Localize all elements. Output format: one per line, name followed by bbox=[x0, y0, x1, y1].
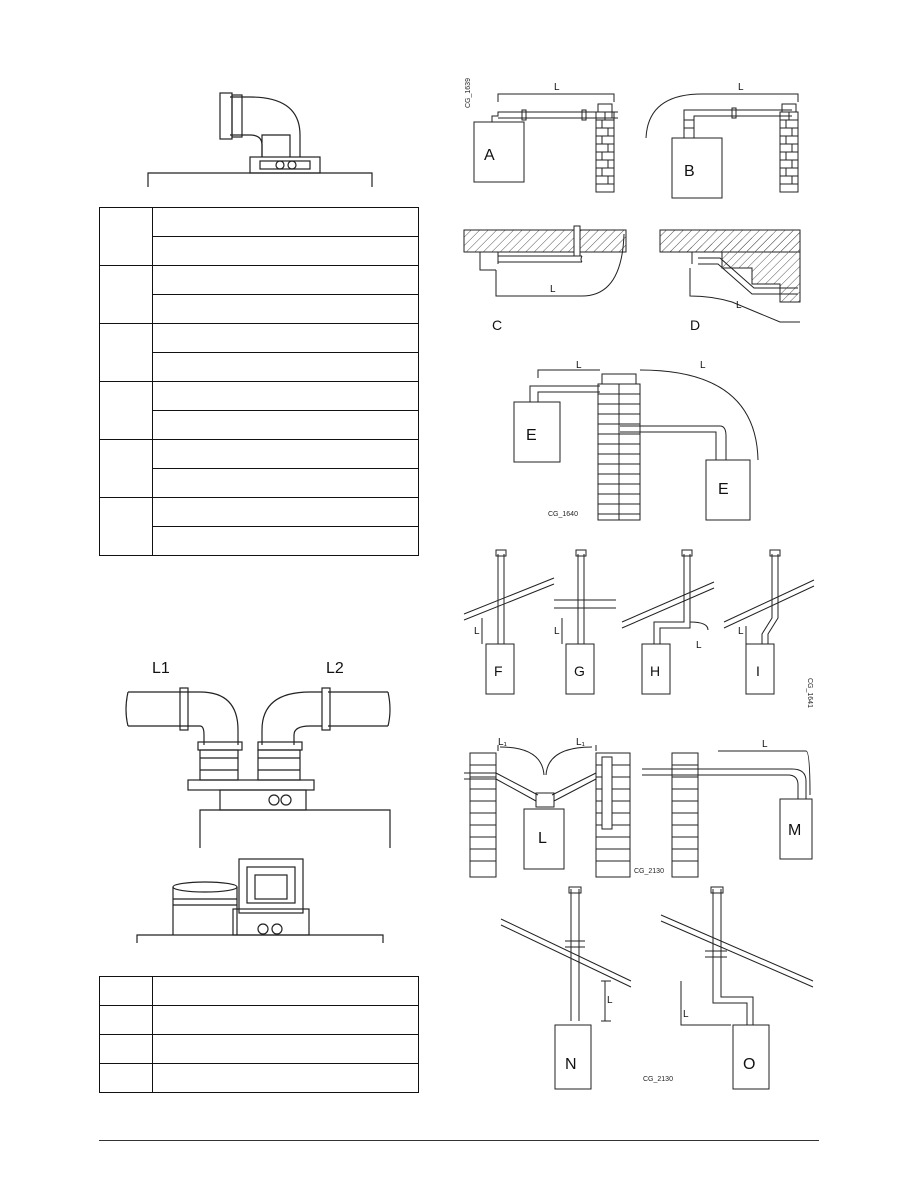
diagram-letter-a: A bbox=[484, 147, 495, 164]
dim-label-i: L bbox=[738, 626, 744, 637]
connector-label-l1: L1 bbox=[152, 660, 170, 677]
table-cell bbox=[152, 976, 419, 1006]
dim-label-o: L bbox=[683, 1009, 689, 1020]
table-cell bbox=[152, 294, 419, 324]
diagram-c-d: C D L L bbox=[463, 225, 801, 333]
diagram-letter-e1: E bbox=[526, 427, 537, 444]
dim-label-b: L bbox=[738, 82, 744, 93]
diagram-letter-h: H bbox=[650, 663, 660, 679]
diagram-f-g-h-i: F G H I L L L L CG_1641 bbox=[463, 549, 815, 708]
diagram-letter-o: O bbox=[743, 1056, 755, 1073]
drawing-code-no: CG_2130 bbox=[643, 1076, 673, 1083]
dim-label-f: L bbox=[474, 626, 480, 637]
table-cell bbox=[152, 1063, 419, 1093]
diagram-letter-g: G bbox=[574, 663, 585, 679]
table-cell bbox=[152, 468, 419, 498]
table-cell bbox=[99, 1034, 153, 1064]
dim-label-l-right: L₁ bbox=[576, 737, 586, 748]
table-cell bbox=[152, 381, 419, 411]
diagram-a-b: CG_1639 A B L L bbox=[465, 78, 799, 199]
elbow-adapter-drawing bbox=[147, 92, 373, 187]
dim-label-l-left: L₁ bbox=[498, 737, 508, 748]
table-cell bbox=[99, 265, 153, 324]
table-cell bbox=[99, 1005, 153, 1035]
table-cell bbox=[152, 1034, 419, 1064]
table-cell bbox=[99, 976, 153, 1006]
drawing-code-top: CG_1639 bbox=[465, 78, 472, 108]
dim-label-a: L bbox=[554, 82, 560, 93]
table-cell bbox=[99, 323, 153, 382]
dim-label-d: L bbox=[736, 300, 742, 311]
twin-pipe-table bbox=[99, 976, 419, 1093]
dim-label-n: L bbox=[607, 995, 613, 1006]
dim-label-e1: L bbox=[576, 360, 582, 371]
connector-label-l2: L2 bbox=[326, 660, 344, 677]
diagram-letter-c: C bbox=[492, 317, 502, 333]
diagram-letter-b: B bbox=[684, 163, 695, 180]
dim-label-e2: L bbox=[700, 360, 706, 371]
dim-label-g: L bbox=[554, 626, 560, 637]
table-cell bbox=[99, 439, 153, 498]
flue-length-table bbox=[99, 207, 419, 556]
diagram-letter-l: L bbox=[538, 830, 547, 847]
diagram-e: E E L L CG_1640 bbox=[513, 360, 759, 521]
diagram-letter-m: M bbox=[788, 822, 801, 839]
table-cell bbox=[152, 497, 419, 527]
table-cell bbox=[152, 1005, 419, 1035]
table-cell bbox=[152, 236, 419, 266]
dim-label-m: L bbox=[762, 739, 768, 750]
table-cell bbox=[152, 207, 419, 237]
dim-label-h: L bbox=[696, 640, 702, 651]
table-cell bbox=[99, 381, 153, 440]
table-cell bbox=[152, 323, 419, 353]
twin-pipe-drawing bbox=[125, 687, 391, 848]
table-cell bbox=[152, 265, 419, 295]
table-cell bbox=[99, 1063, 153, 1093]
split-adapter-drawing bbox=[136, 858, 384, 943]
footer-rule bbox=[99, 1140, 819, 1141]
drawing-code-fghi: CG_1641 bbox=[806, 678, 813, 708]
drawing-code-e: CG_1640 bbox=[548, 511, 578, 518]
table-cell bbox=[99, 207, 153, 266]
diagram-letter-d: D bbox=[690, 317, 700, 333]
table-cell bbox=[152, 410, 419, 440]
drawing-code-lm: CG_2130 bbox=[634, 868, 664, 875]
dim-label-c: L bbox=[550, 284, 556, 295]
table-cell bbox=[152, 526, 419, 556]
table-cell bbox=[152, 352, 419, 382]
diagram-l-m: L M L₁ L₁ L CG_2130 bbox=[464, 737, 813, 878]
diagram-letter-n: N bbox=[565, 1056, 577, 1073]
table-cell bbox=[152, 439, 419, 469]
diagram-letter-i: I bbox=[756, 663, 760, 679]
diagram-letter-f: F bbox=[494, 663, 503, 679]
diagram-n-o: N O L L CG_2130 bbox=[500, 886, 814, 1090]
diagram-letter-e2: E bbox=[718, 481, 729, 498]
table-cell bbox=[99, 497, 153, 556]
